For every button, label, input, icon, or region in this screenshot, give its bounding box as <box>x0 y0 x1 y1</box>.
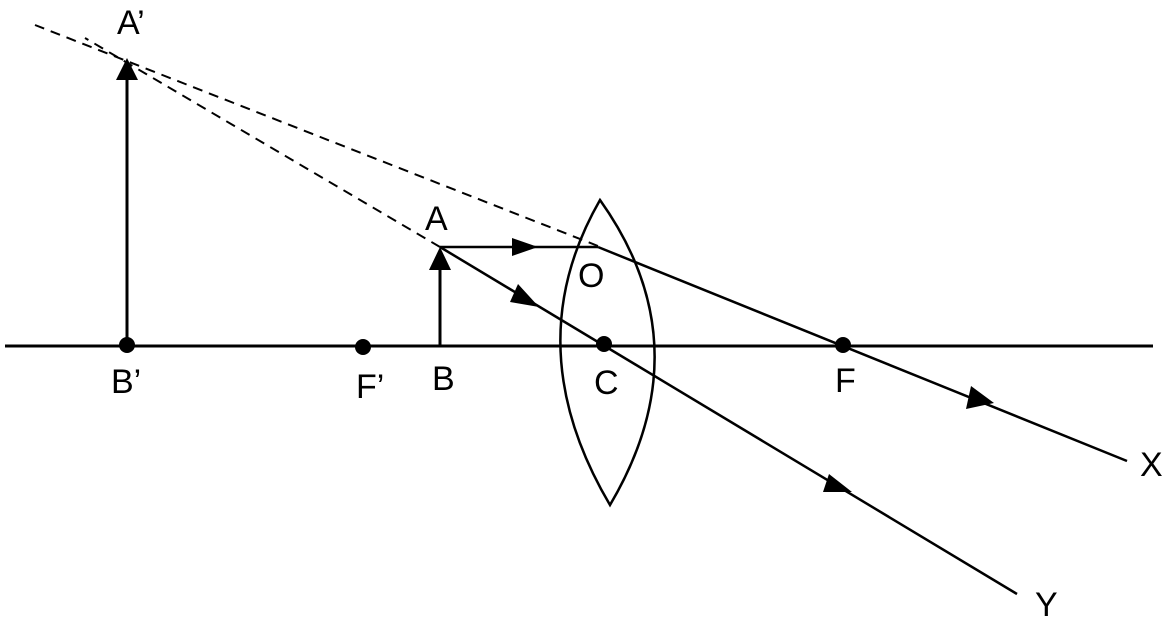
point-b-prime <box>119 337 135 353</box>
point-f <box>835 337 851 353</box>
dashed-extension-through-focus <box>34 24 599 247</box>
refracted-ray-to-x <box>597 245 1128 463</box>
label-a: A <box>425 200 448 238</box>
convex-lens <box>559 197 656 508</box>
label-b-prime: B’ <box>111 363 142 401</box>
parallel-ray-arrow <box>512 238 538 256</box>
label-b: B <box>432 360 455 398</box>
label-c: C <box>594 364 619 402</box>
refracted-ray-arrow <box>966 386 994 409</box>
image-arrow-head <box>116 58 138 80</box>
label-a-prime: A’ <box>117 4 145 42</box>
label-f: F <box>835 362 856 400</box>
label-o: O <box>578 257 605 295</box>
label-y: Y <box>1035 586 1058 624</box>
object-arrow-head <box>429 247 451 270</box>
dashed-extension-through-center <box>84 37 441 248</box>
central-ray-arrow-2 <box>823 474 852 492</box>
label-f-prime: F’ <box>356 368 385 406</box>
central-ray-arrow-1 <box>510 284 539 307</box>
label-x: X <box>1140 446 1163 484</box>
point-f-prime <box>355 339 371 355</box>
point-c <box>596 336 612 352</box>
